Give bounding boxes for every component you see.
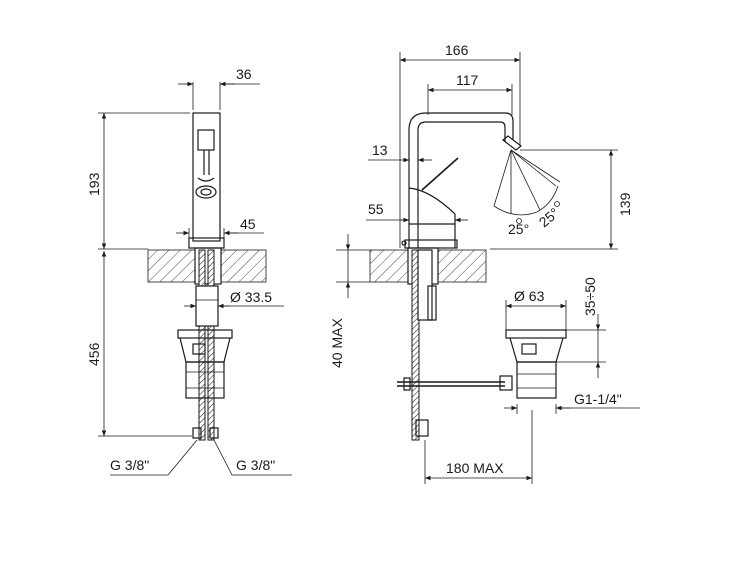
dim-rod-length: 180 MAX	[446, 460, 504, 476]
dim-overall-depth: 166	[445, 42, 469, 58]
swing-angle-fan: 25° 25°	[493, 149, 562, 237]
hose-left-front	[198, 249, 206, 441]
hose-right-front	[207, 249, 215, 441]
hose-side	[411, 249, 420, 441]
dim-below-deck-length: 456	[86, 342, 102, 366]
dim-deck-thickness: 40 MAX	[329, 318, 345, 368]
waste-front	[177, 329, 233, 399]
dim-base-width: 45	[240, 216, 256, 232]
dim-waste-diameter: Ø 63	[514, 288, 545, 304]
popup-rod	[397, 375, 513, 391]
label-supply-left: G 3/8"	[110, 457, 149, 473]
label-waste-thread: G1-1/4"	[574, 391, 622, 407]
label-supply-right: G 3/8"	[236, 457, 275, 473]
dim-spout-reach: 117	[456, 72, 479, 88]
dim-handle-width: 36	[236, 66, 252, 82]
faucet-body-front	[188, 112, 225, 249]
dim-body-height: 193	[86, 172, 102, 196]
front-view: 36 193 45 Ø 33.5 456 G 3/8" G 3/8"	[86, 66, 292, 476]
waste-side	[505, 329, 567, 399]
dim-spout-height: 139	[617, 192, 633, 216]
dim-base-depth: 55	[368, 201, 384, 217]
faucet-body-side	[401, 112, 522, 249]
dim-lever-offset: 13	[372, 142, 388, 158]
label-swing-angle-left: 25°	[508, 221, 529, 237]
side-view: 25° 25° 166	[329, 42, 640, 484]
dim-waste-adjust: 35÷50	[582, 277, 598, 316]
dim-shank-diameter: Ø 33.5	[230, 289, 272, 305]
